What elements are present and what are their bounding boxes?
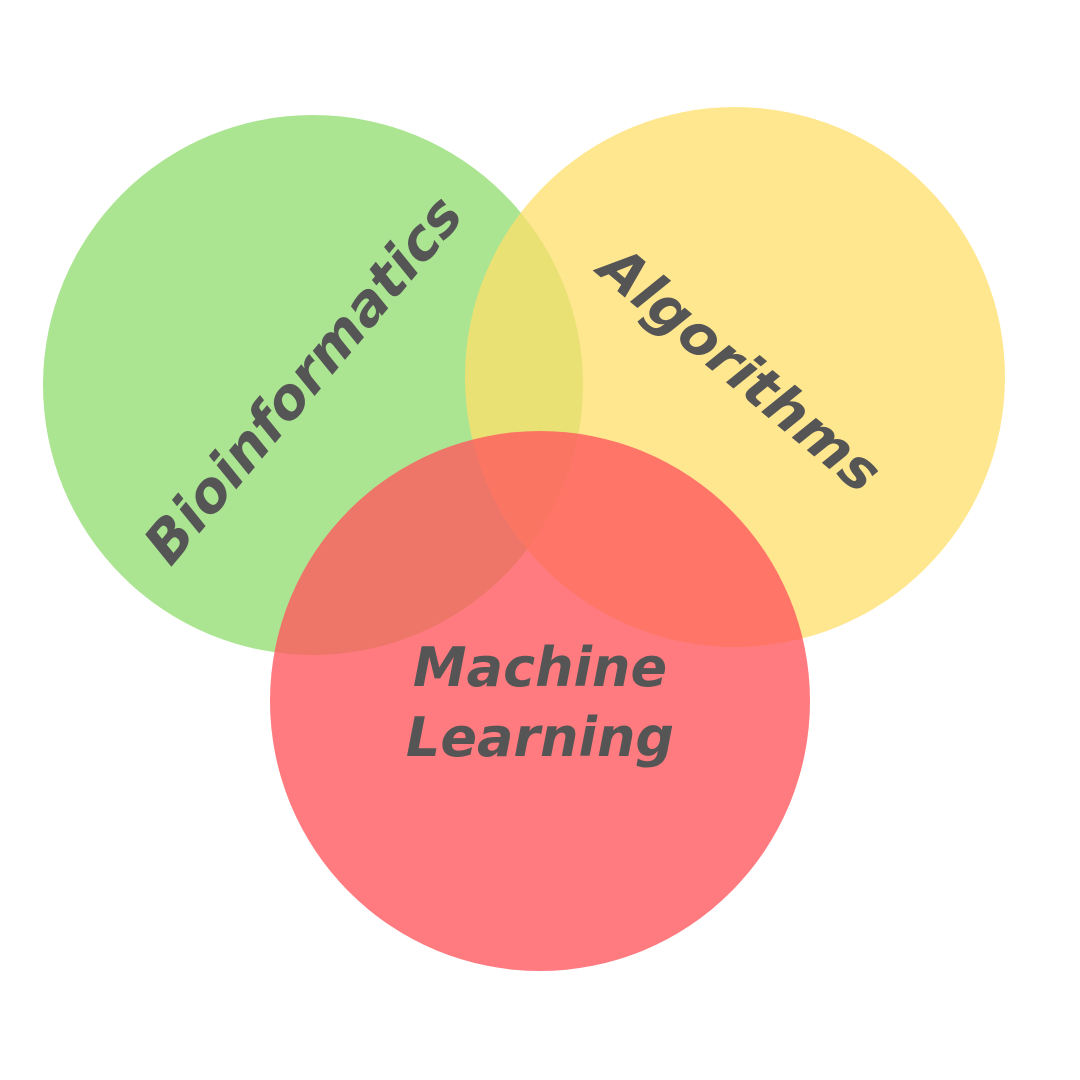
learning-label: Learning [406, 706, 674, 769]
machine-learning-circle [270, 431, 810, 971]
machine-label: Machine [413, 636, 667, 699]
